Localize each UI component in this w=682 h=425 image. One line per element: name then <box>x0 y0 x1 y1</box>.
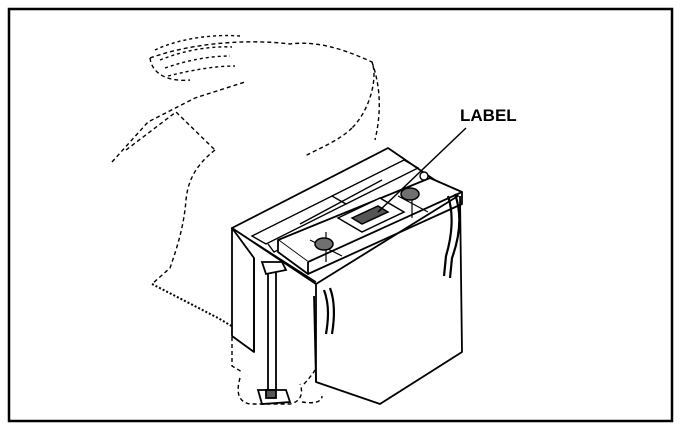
label-callout-text: LABEL <box>460 106 517 125</box>
label-leader-line <box>377 127 467 213</box>
figure-border <box>7 7 674 423</box>
hold-down-rod <box>256 261 292 405</box>
battery-terminals <box>314 171 429 251</box>
battery-cables <box>322 193 461 335</box>
